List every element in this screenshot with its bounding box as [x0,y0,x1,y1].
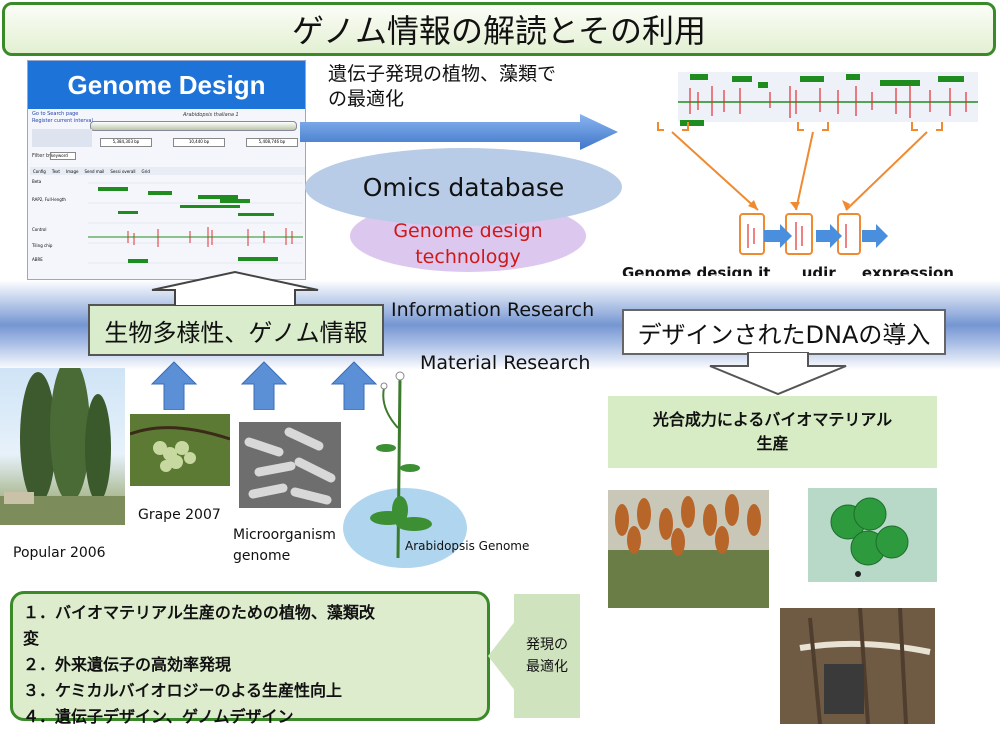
grape-label: Grape 2007 [138,507,221,523]
arabidopsis-photo [343,371,467,568]
side-line2: 最適化 [526,659,568,675]
omics-database: Omics database [305,148,622,226]
down-arrow-outline [709,352,847,396]
designed-dna-text: デザインされたDNAの導入 [637,320,931,349]
gd-tool-mail[interactable]: Send mail [84,168,105,174]
gd-tool-grid[interactable]: Grid [141,168,150,174]
rubber-tapping-photo [780,608,935,724]
genome-design-header: Genome Design [28,61,305,109]
gd-track-tiling: Tiling chip [32,243,53,248]
gd-track-plot [88,182,303,264]
genome-design-screenshot: Genome Design Go to Search page Register… [27,60,306,280]
gd-tool-session[interactable]: Sessi overall [110,168,136,174]
arrow-caption-line1: 遺伝子発現の植物、藻類で [328,63,557,85]
gd-filter-label: Filter by [32,153,53,159]
expression-plot [657,72,978,255]
arrow-caption: 遺伝子発現の植物、藻類で の最適化 [328,62,556,112]
microorganism-label: Microorganism genome [233,525,336,567]
gd-link-search[interactable]: Go to Search page [32,111,79,117]
photosynthesis-line1: 光合成力によるバイオマテリアル [652,410,893,429]
gd-link-register[interactable]: Register current interval [32,118,93,124]
poplar-label: Popular 2006 [13,545,106,561]
photosynthesis-box: 光合成力によるバイオマテリアル 生産 [608,396,937,468]
poplar-photo [0,368,125,525]
gd-toolbar: Config Text Image Send mail Sessi overal… [30,167,305,175]
photosynthesis-line2: 生産 [756,434,789,453]
goal-item-3: ３．ケミカルバイオロジーのよる生産性向上 [23,681,343,700]
arabidopsis-label: Arabidopsis Genome [405,539,530,553]
gd-track-beta: Beta [32,179,42,184]
material-research-label: Material Research [420,352,591,374]
gd-tool-config[interactable]: Config [33,168,46,174]
grape-photo [130,414,230,486]
goal-item-4: ４．遺伝子デザイン、ゲノムデザイン [23,707,294,726]
gd-tool-image[interactable]: Image [65,168,79,174]
gd-chromosome-bar [90,121,297,131]
sorghum-photo [608,490,769,608]
gd-value-end[interactable]: 5,408,746 bp [246,138,298,147]
gd-track-rap2: RAP2, Full-length [32,197,66,202]
designed-dna-box: デザインされたDNAの導入 [622,309,946,355]
microorganism-label-line2: genome [233,548,291,564]
algae-photo [808,488,937,582]
up-arrow-outline [151,270,319,306]
gd-nav-buttons[interactable] [32,129,92,147]
gd-tool-text[interactable]: Text [51,168,60,174]
biodiversity-box: 生物多様性、ゲノム情報 [88,304,384,356]
goal-item-2: ２．外来遺伝子の高効率発現 [23,655,232,674]
arrow-to-expression [300,114,618,150]
page-title-text: ゲノム情報の解読とその利用 [291,12,707,50]
biodiversity-text: 生物多様性、ゲノム情報 [104,318,368,347]
gd-track-abre: ABRE [32,257,43,262]
side-line1: 発現の [526,637,568,653]
goal-item-1: １．バイオマテリアル生産のための植物、藻類改 [23,603,375,622]
expression-optimization-box: 発現の 最適化 [514,594,580,718]
microorganism-label-line1: Microorganism [233,527,336,543]
gd-species-title: Arabidopsis thaliana 1 [183,112,239,118]
gd-filter-select[interactable]: keyword [50,152,76,160]
expression-caption: Genome design it udir expression [622,264,954,276]
omics-label: Omics database [362,172,565,202]
gd-value-width[interactable]: 10,440 bp [173,138,225,147]
gd-track-control: Control [32,227,47,232]
gd-value-start[interactable]: 5,384,303 bp [100,138,152,147]
blue-up-arrows [150,361,378,410]
microorganism-photo [239,422,341,508]
page-title: ゲノム情報の解読とその利用 [2,2,996,56]
genome-tech-line1: Genome design [393,220,543,243]
arrow-caption-line2: の最適化 [328,88,405,110]
information-research-label: Information Research [391,299,595,321]
goals-list: １．バイオマテリアル生産のための植物、藻類改 変 ２．外来遺伝子の高効率発現 ３… [10,591,490,726]
genome-tech-line2: technology [415,246,521,268]
bracket-pointer [488,620,516,692]
goal-item-1-cont: 変 [23,629,40,648]
